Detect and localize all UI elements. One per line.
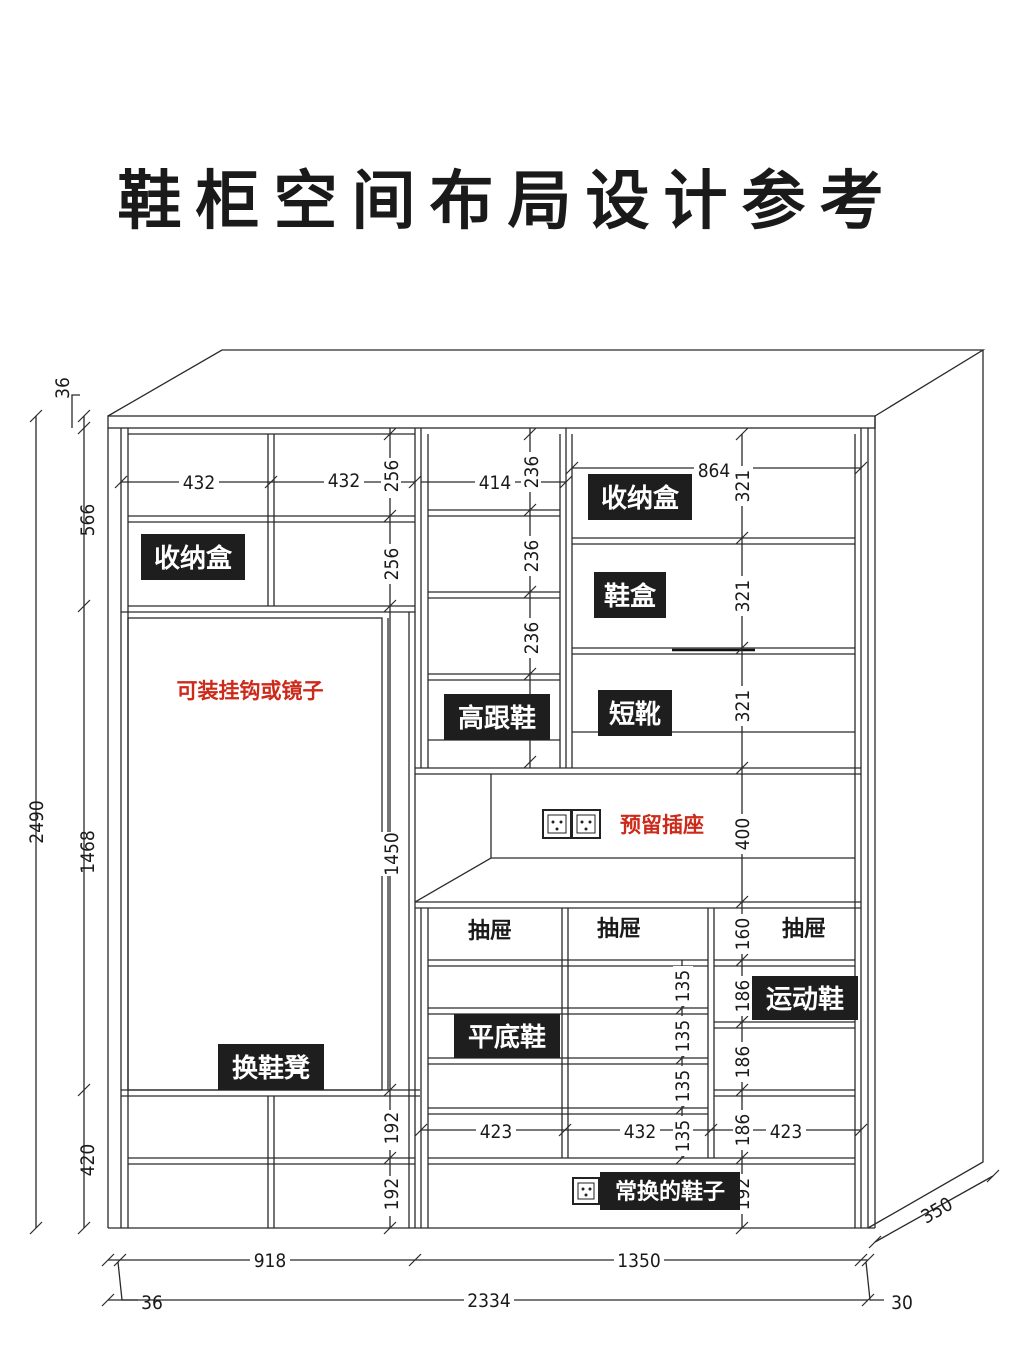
- label-drawer-2: 抽屉: [597, 917, 641, 942]
- dim-left-upper: 566: [77, 504, 99, 537]
- area-labels: 收纳盒 收纳盒 鞋盒 高跟鞋 短靴 可装挂钩或镜子 预留插座 抽屉 抽屉 抽屉 …: [141, 474, 858, 1210]
- dimension-labels: 2490 36 566 1468 420 432 432 414 864 256…: [26, 377, 957, 1314]
- left-section: [121, 428, 420, 1228]
- dim-total-height: 2490: [26, 800, 48, 844]
- dimension-lines: [29, 394, 1000, 1307]
- socket-niche: [414, 767, 861, 909]
- dim-432-b: 432: [328, 470, 361, 492]
- dim-423-b: 423: [770, 1121, 803, 1143]
- dim-36-bottom: 36: [141, 1292, 163, 1314]
- dim-top-thickness: 36: [52, 377, 74, 399]
- socket-icon-small: [572, 1177, 600, 1205]
- dim-192-a: 192: [381, 1112, 403, 1145]
- dim-192-b: 192: [381, 1178, 403, 1211]
- label-flats: 平底鞋: [468, 1022, 546, 1053]
- dim-236-c: 236: [521, 622, 543, 655]
- dim-400: 400: [732, 818, 754, 851]
- label-reserved-socket: 预留插座: [620, 813, 704, 837]
- dim-432-c: 432: [624, 1121, 657, 1143]
- dim-135-a: 135: [672, 970, 694, 1003]
- dim-30-bottom: 30: [891, 1292, 913, 1314]
- dim-186-a: 186: [732, 980, 754, 1013]
- dim-321-c: 321: [732, 690, 754, 723]
- label-drawer-3: 抽屉: [782, 917, 826, 942]
- dim-186-b: 186: [732, 1046, 754, 1079]
- page-title: 鞋柜空间布局设计参考: [117, 165, 898, 239]
- dim-135-c: 135: [672, 1070, 694, 1103]
- dim-160: 160: [732, 918, 754, 951]
- label-shoe-box: 鞋盒: [604, 581, 657, 612]
- label-drawer-1: 抽屉: [468, 919, 512, 944]
- dim-414: 414: [479, 472, 512, 494]
- dim-432-a: 432: [183, 472, 216, 494]
- dim-321-a: 321: [732, 470, 754, 503]
- label-bench: 换鞋凳: [232, 1054, 310, 1084]
- dim-864: 864: [698, 460, 731, 482]
- dim-256-a: 256: [381, 460, 403, 493]
- dim-236-a: 236: [521, 456, 543, 489]
- label-daily-shoes: 常换的鞋子: [615, 1179, 725, 1205]
- label-hook-mirror: 可装挂钩或镜子: [177, 679, 324, 703]
- dim-135-b: 135: [672, 1020, 694, 1053]
- label-high-heels: 高跟鞋: [458, 703, 536, 734]
- dim-2334: 2334: [467, 1290, 511, 1312]
- dim-350-depth: 350: [917, 1193, 956, 1228]
- cabinet-outline: [107, 349, 986, 1229]
- dim-321-b: 321: [732, 580, 754, 613]
- dim-left-lower: 420: [77, 1144, 99, 1177]
- label-storage-box-right: 收纳盒: [601, 483, 680, 514]
- label-storage-box-left: 收纳盒: [154, 543, 233, 574]
- dim-256-b: 256: [381, 548, 403, 581]
- dim-186-c: 186: [732, 1114, 754, 1147]
- label-sneakers: 运动鞋: [766, 985, 844, 1015]
- dim-423-a: 423: [480, 1121, 513, 1143]
- dim-1450: 1450: [381, 832, 403, 876]
- dim-left-middle: 1468: [77, 830, 99, 874]
- label-short-boots: 短靴: [609, 700, 661, 730]
- dim-135-d: 135: [672, 1120, 694, 1153]
- dim-236-b: 236: [521, 540, 543, 573]
- dim-1350: 1350: [617, 1250, 661, 1272]
- dim-918: 918: [254, 1250, 287, 1272]
- socket-icon: [542, 809, 601, 839]
